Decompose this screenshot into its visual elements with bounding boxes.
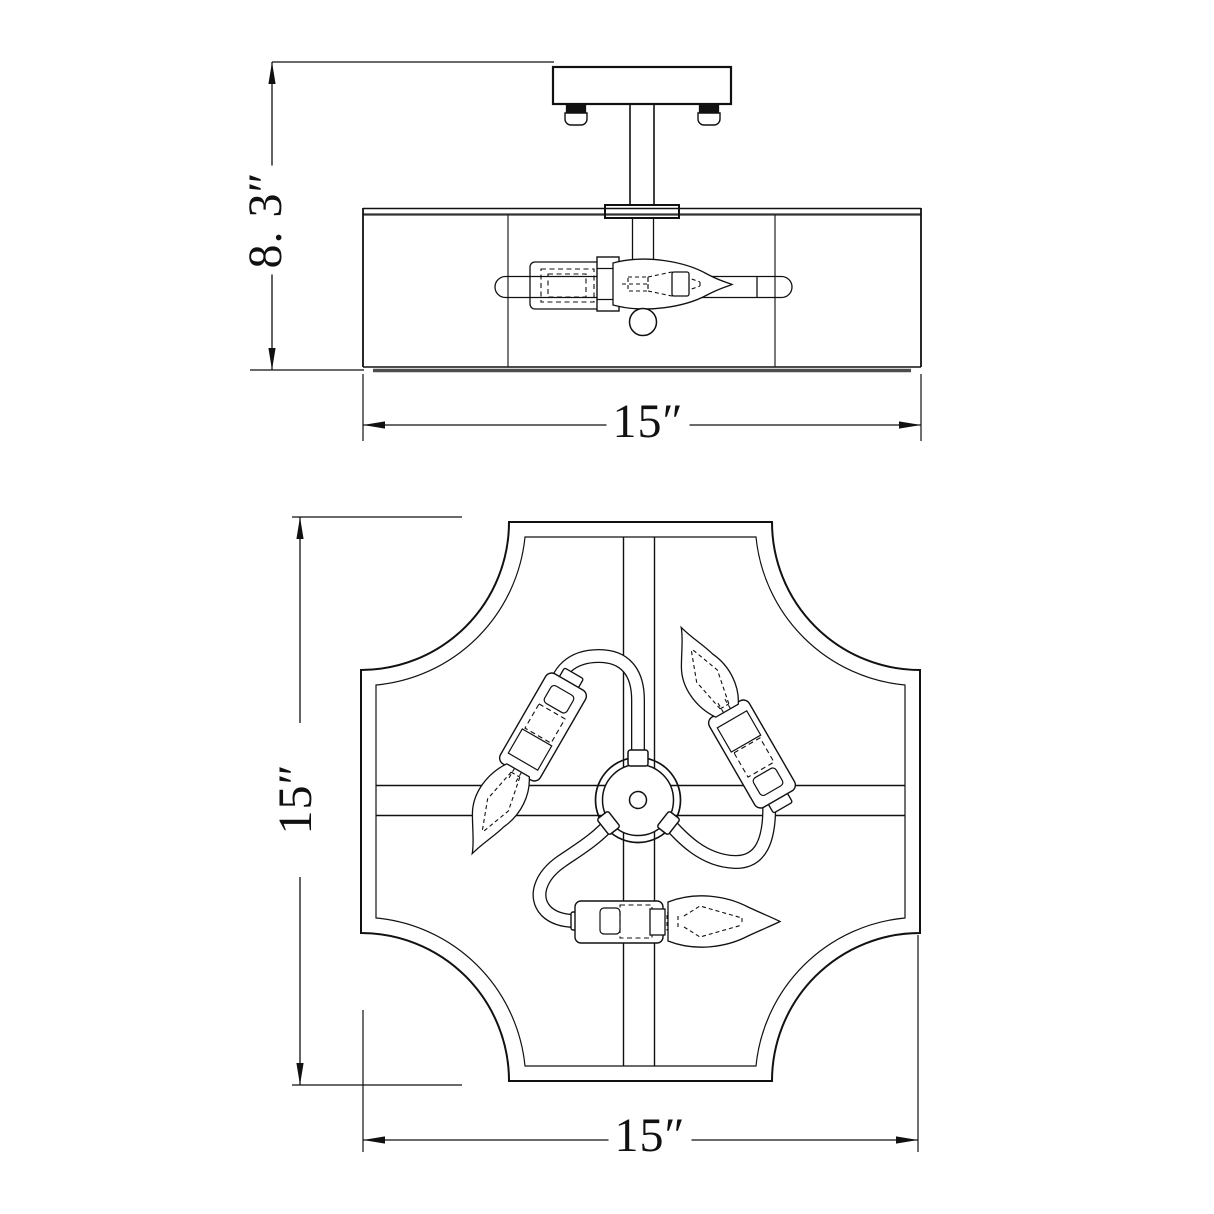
socket-upper-left bbox=[471, 667, 588, 856]
ceiling-canopy bbox=[551, 65, 733, 106]
hub-tab-lower-right bbox=[657, 811, 680, 835]
arrow-down-icon bbox=[296, 1063, 304, 1085]
side-width-dimension bbox=[362, 374, 922, 441]
plan-view bbox=[292, 516, 921, 1152]
filament bbox=[690, 647, 731, 713]
arrow-up-icon bbox=[268, 62, 276, 84]
plan-height-dimension bbox=[292, 516, 462, 1086]
hub-tab-top bbox=[627, 749, 649, 767]
side-view bbox=[250, 61, 922, 441]
shade-outline-inner bbox=[375, 536, 906, 1067]
arrow-left-icon bbox=[363, 421, 385, 429]
arrow-down-icon bbox=[268, 348, 276, 370]
arrow-right-icon bbox=[896, 1136, 918, 1144]
drum-shade-side bbox=[362, 207, 922, 373]
side-height-dimension bbox=[250, 61, 554, 371]
side-height-dim-label: 8. 3″ bbox=[239, 165, 292, 275]
filament bbox=[481, 768, 522, 834]
stem-upper bbox=[629, 104, 655, 205]
stem-collar bbox=[604, 204, 680, 219]
candle-bulb bbox=[680, 625, 739, 718]
arrow-right-icon bbox=[899, 421, 921, 429]
hub-tab-lower-left bbox=[597, 811, 620, 835]
arrow-up-icon bbox=[296, 517, 304, 539]
finial-ball bbox=[628, 307, 658, 337]
socket-upper-right bbox=[680, 625, 797, 814]
canopy-screw-right bbox=[697, 103, 721, 126]
plan-height-dim-label: 15″ bbox=[269, 757, 322, 841]
center-hub bbox=[594, 749, 682, 844]
candle-bulb bbox=[471, 763, 530, 856]
arrow-left-icon bbox=[363, 1136, 385, 1144]
plan-width-dim-label: 15″ bbox=[608, 1112, 692, 1160]
side-width-dim-label: 15″ bbox=[606, 398, 690, 446]
hub-center-hole bbox=[628, 790, 648, 810]
canopy-screw-left bbox=[564, 103, 588, 126]
side-lamp-assembly bbox=[494, 256, 793, 337]
socket-bottom bbox=[570, 895, 782, 948]
plan-width-dimension bbox=[362, 935, 919, 1152]
